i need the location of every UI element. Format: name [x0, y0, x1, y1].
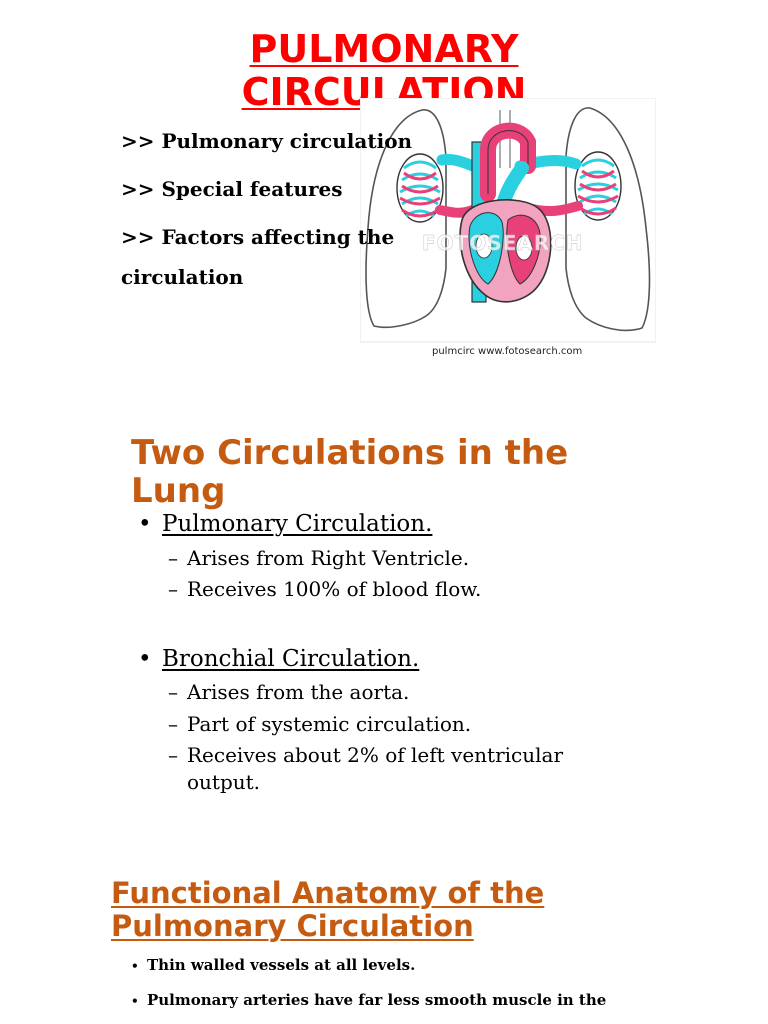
sub-list-item: –Receives 100% of blood flow. — [168, 577, 482, 601]
sub-list-item: –Part of systemic circulation. — [168, 712, 472, 736]
heart-lungs-illustration: FOTOSEARCH pulmcirc www.fotosearch.com — [360, 98, 656, 357]
slide1-bullet-continuation: circulation — [121, 265, 244, 289]
list-item: •Thin walled vessels at all levels. — [131, 956, 416, 974]
left-capillary-bed — [396, 153, 444, 223]
bullet-glyph: • — [131, 994, 139, 1008]
slide3-title-line2: Pulmonary Circulation — [111, 909, 474, 943]
bullet-glyph: • — [131, 959, 139, 973]
dash-glyph: – — [168, 743, 178, 767]
dash-glyph: – — [168, 712, 178, 736]
slide1-title: PULMONARY CIRCULATION — [0, 28, 768, 114]
list-item: •Pulmonary arteries have far less smooth… — [131, 991, 607, 1009]
sub-list-item: –Arises from the aorta. — [168, 680, 410, 704]
image-caption: pulmcirc www.fotosearch.com — [432, 346, 582, 357]
slide2-title: Two Circulations in the Lung — [131, 434, 691, 510]
slide1-title-line1: PULMONARY — [249, 27, 519, 71]
slide3-title: Functional Anatomy of the Pulmonary Circ… — [111, 877, 711, 943]
bullet-glyph: • — [138, 511, 152, 537]
dash-glyph: – — [168, 546, 178, 570]
list-item-label: Bronchial Circulation. — [162, 646, 420, 672]
slide2-title-line2: Lung — [131, 471, 226, 511]
dash-glyph: – — [168, 577, 178, 601]
sub-list-item: –Receives about 2% of left ventricular o… — [168, 743, 564, 794]
image-watermark: FOTOSEARCH — [422, 231, 584, 255]
slide1-bullet: >> Factors affecting the — [121, 225, 395, 249]
slide1-bullet: >> Pulmonary circulation — [121, 129, 413, 153]
dash-glyph: – — [168, 680, 178, 704]
list-item: • Pulmonary Circulation. — [138, 510, 432, 538]
slide2-title-line1: Two Circulations in the — [131, 433, 569, 473]
sub-list-item: –Arises from Right Ventricle. — [168, 546, 470, 570]
right-capillary-bed — [574, 151, 622, 221]
slide3-title-line1: Functional Anatomy of the — [111, 876, 545, 910]
bullet-glyph: • — [138, 646, 152, 672]
list-item: • Bronchial Circulation. — [138, 645, 419, 673]
list-item-label: Pulmonary Circulation. — [162, 511, 433, 537]
slide1-bullet: >> Special features — [121, 177, 343, 201]
